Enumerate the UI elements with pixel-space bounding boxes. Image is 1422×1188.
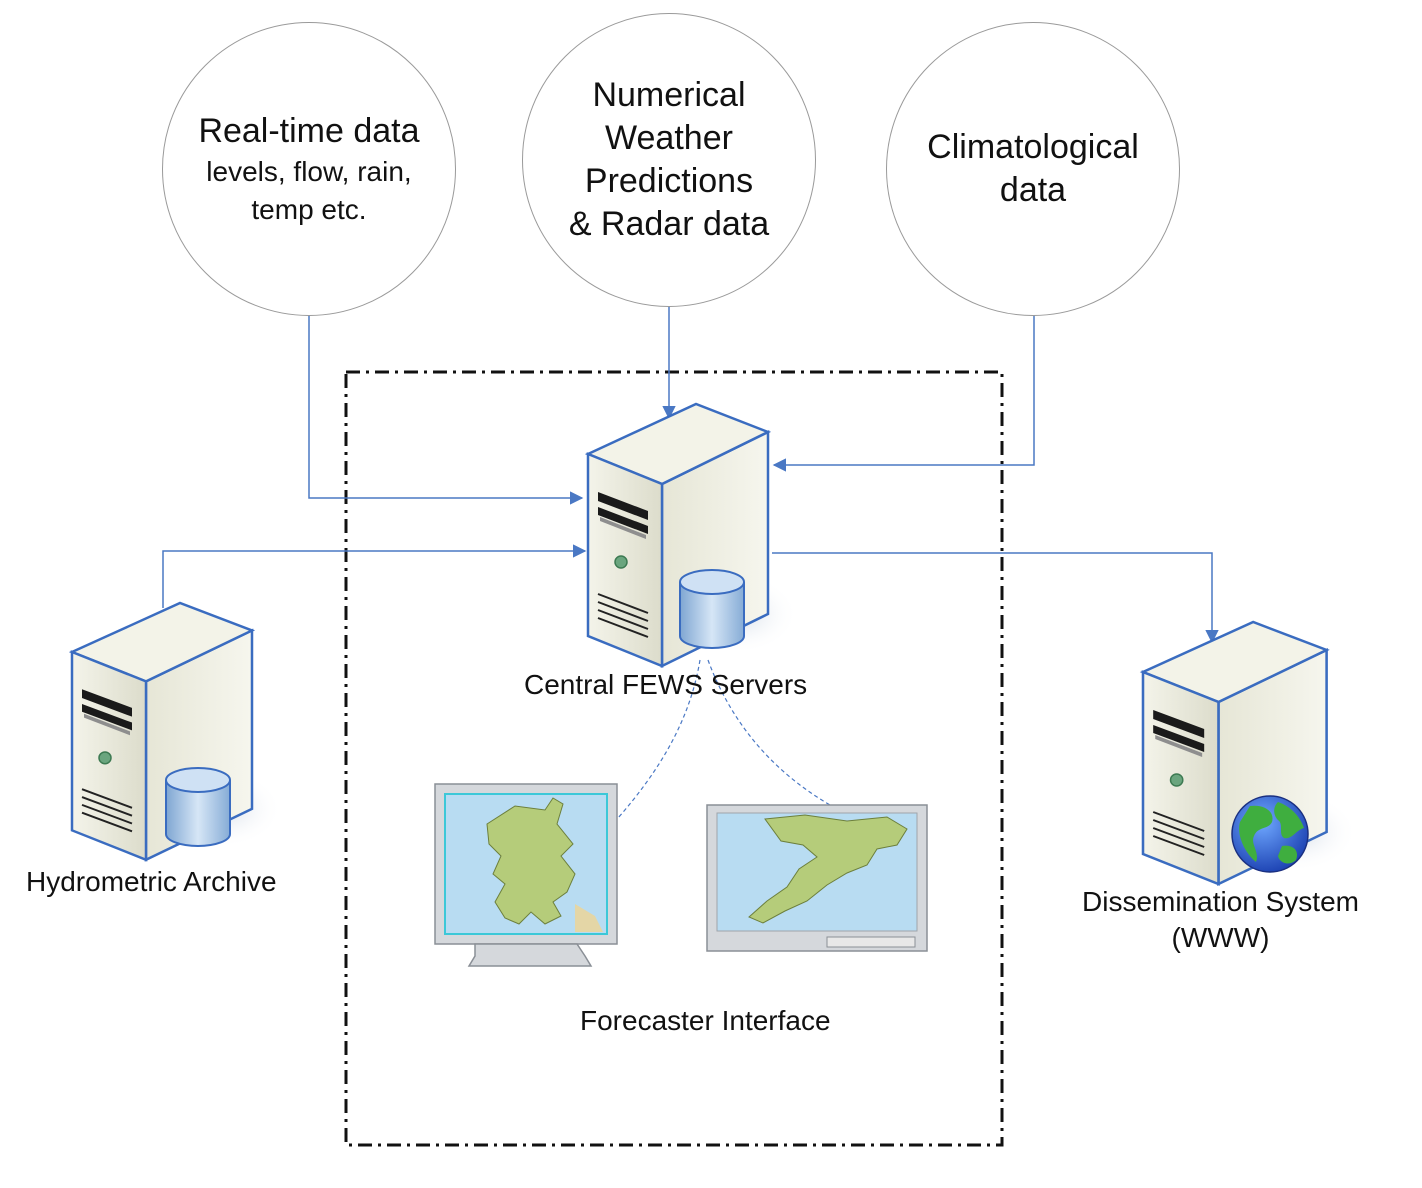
realtime-line-1: levels, flow, rain, xyxy=(206,155,412,187)
source-climatological-data: Climatological data xyxy=(886,22,1180,316)
connector-realtime-to-central xyxy=(308,315,584,505)
nwp-line-4: & Radar data xyxy=(568,205,770,243)
dashed-link-right-monitor xyxy=(707,659,831,806)
dissemination-label: Dissemination System (WWW) xyxy=(1082,884,1359,956)
forecaster-interface-label: Forecaster Interface xyxy=(580,1005,831,1036)
monitor-icon xyxy=(434,783,618,967)
central-database-icon xyxy=(679,569,745,649)
dissemination-line-1: Dissemination System xyxy=(1082,886,1359,917)
source-realtime-data: Real-time data levels, flow, rain, temp … xyxy=(162,22,456,316)
central-servers-label: Central FEWS Servers xyxy=(524,669,808,700)
connector-climate-to-central xyxy=(772,315,1035,472)
climate-line-1: Climatological xyxy=(927,128,1139,166)
hydrometric-archive-label: Hydrometric Archive xyxy=(26,866,277,897)
realtime-title: Real-time data xyxy=(198,111,420,150)
nwp-line-2: Weather xyxy=(605,119,733,157)
connector-archive-to-central xyxy=(162,544,587,608)
source-nwp-radar: Numerical Weather Predictions & Radar da… xyxy=(522,13,816,307)
nwp-line-3: Predictions xyxy=(584,162,754,200)
connector-central-to-dissemination xyxy=(772,552,1219,644)
central-system-boundary xyxy=(344,370,1004,1147)
nwp-line-1: Numerical xyxy=(592,76,746,114)
climate-line-2: data xyxy=(999,171,1067,209)
monitor-icon xyxy=(706,804,928,952)
dissemination-line-2: (WWW) xyxy=(1171,922,1270,953)
dashed-link-left-monitor xyxy=(617,659,701,819)
globe-icon xyxy=(1231,795,1309,873)
archive-database-icon xyxy=(165,767,231,847)
realtime-line-2: temp etc. xyxy=(251,193,367,225)
